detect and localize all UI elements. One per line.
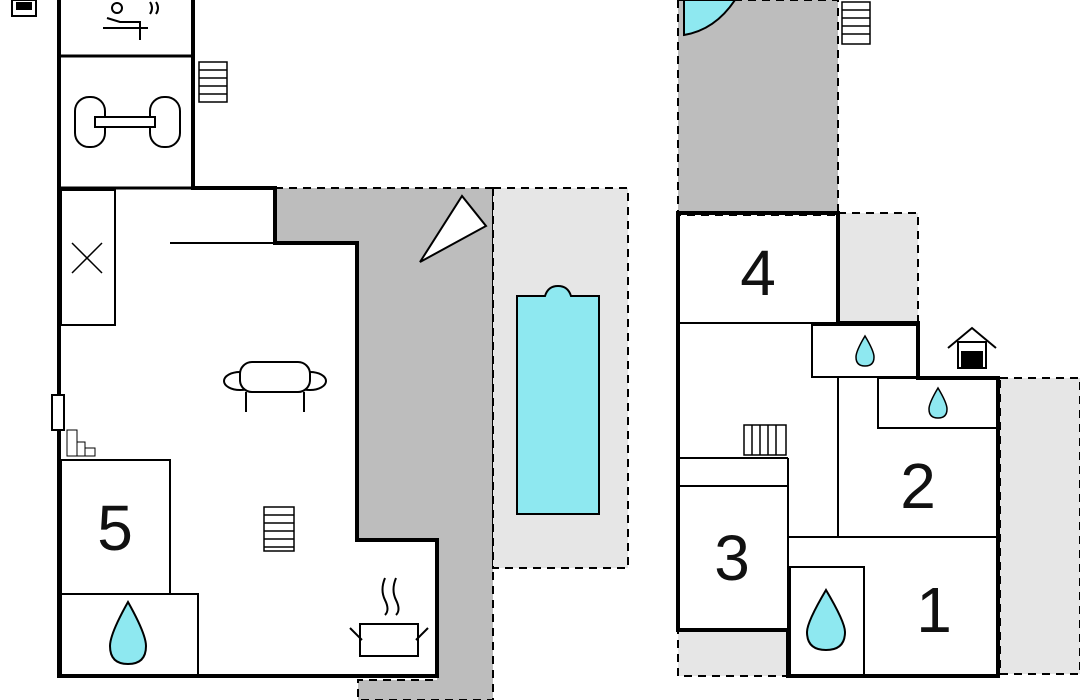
terrace-area <box>677 629 789 677</box>
triangle-marker-icon <box>419 194 488 263</box>
cooking-pot-icon <box>349 577 429 657</box>
room-number-4: 4 <box>740 237 776 309</box>
terrace-area <box>677 0 839 216</box>
radiator-icon <box>198 61 228 103</box>
pool-icon <box>516 284 600 515</box>
bathroom-drop-icon <box>928 386 948 419</box>
room-number-1: 1 <box>916 574 952 646</box>
bathroom-drop-icon <box>805 588 847 652</box>
cooktop-x-icon <box>71 242 103 274</box>
sofa-icon <box>223 361 327 412</box>
bathroom <box>811 324 919 378</box>
left-building-walls <box>57 0 439 678</box>
pool-icon <box>683 0 737 37</box>
radiator-icon <box>263 506 295 552</box>
room-number-3: 3 <box>714 522 750 594</box>
room-number-5: 5 <box>97 492 133 564</box>
bathroom <box>877 377 999 429</box>
terrace-area <box>837 212 919 324</box>
door-icon <box>51 394 65 431</box>
doghouse-icon <box>947 326 997 369</box>
bathroom <box>60 593 199 677</box>
gym-dumbbell-icon <box>74 96 181 148</box>
radiator-icon <box>743 424 787 456</box>
door-icon <box>16 2 32 10</box>
room-number-2: 2 <box>900 450 936 522</box>
bathroom <box>789 566 865 677</box>
radiator-icon <box>841 1 871 45</box>
bathroom-drop-icon <box>855 334 875 367</box>
kitchen-counter <box>60 189 116 326</box>
terrace-area <box>999 377 1080 675</box>
bathroom-drop-icon <box>108 599 148 666</box>
sauna-icon <box>103 1 159 40</box>
stairs-icon <box>66 429 96 457</box>
